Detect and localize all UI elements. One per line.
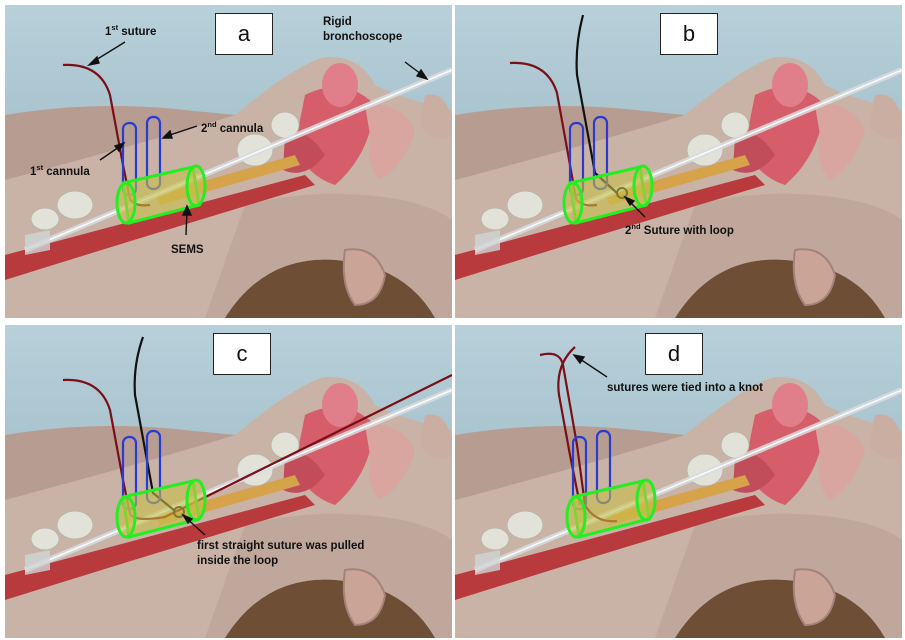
label-second-suture-loop: 2nd Suture with loop: [625, 219, 734, 239]
label-first-suture: 1st suture: [105, 20, 156, 40]
label-sutures-tied: sutures were tied into a knot: [607, 381, 763, 396]
panel-letter: c: [213, 333, 271, 375]
label-second-cannula: 2nd cannula: [201, 117, 263, 137]
panel-c: c first straight suture was pulled insid…: [5, 325, 452, 638]
panel-letter: d: [645, 333, 703, 375]
label-first-straight-suture: first straight suture was pulled inside …: [197, 539, 377, 569]
panel-letter: a: [215, 13, 273, 55]
label-sems: SEMS: [171, 243, 204, 258]
panel-d: d sutures were tied into a knot: [455, 325, 902, 638]
panel-letter: b: [660, 13, 718, 55]
panel-b: b 2nd Suture with loop: [455, 5, 902, 318]
label-first-cannula: 1st cannula: [30, 160, 90, 180]
